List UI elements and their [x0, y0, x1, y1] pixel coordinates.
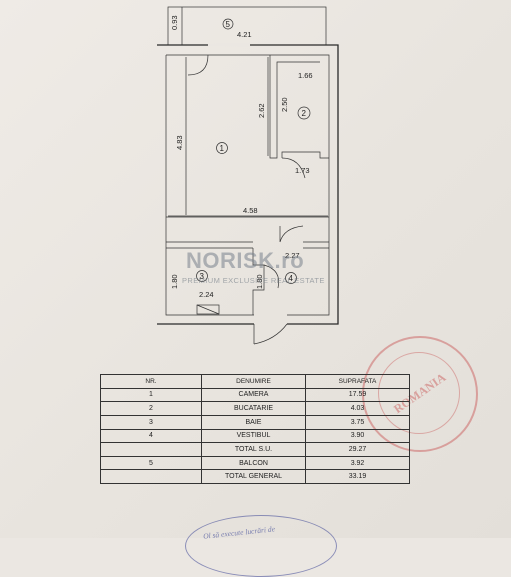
- watermark: NORISK.ro PREMIUM EXCLUSIVE REAL ESTATE: [178, 250, 353, 300]
- cell-nr: 5: [100, 455, 202, 471]
- dim-bath-height: 1.80: [170, 274, 179, 289]
- bath-door-swing: [263, 264, 280, 289]
- kitchen-door-swing: [281, 157, 306, 179]
- header-suprafata: SUPRAFATA: [305, 374, 410, 389]
- cell-area: 33.19: [305, 469, 410, 484]
- dim-kitchen-width: 1.66: [298, 71, 313, 80]
- header-denumire: DENUMIRE: [201, 374, 306, 389]
- hall-door-swing: [279, 225, 304, 243]
- room-hall-wall: [166, 216, 329, 249]
- dim-hall-width: 2.27: [285, 251, 300, 260]
- cell-nr: [100, 469, 202, 484]
- cell-nr: [100, 442, 202, 457]
- room-number-4: 4: [289, 274, 294, 283]
- dim-kitchen-height-b: 2.50: [280, 97, 289, 112]
- dim-balcony-width: 4.21: [237, 30, 252, 39]
- cell-area: 17.59: [305, 387, 410, 403]
- room-number-5: 5: [226, 20, 231, 29]
- kitchen-wall: [269, 55, 329, 159]
- cell-nr: 1: [100, 387, 202, 403]
- cell-name: BALCON: [201, 455, 306, 471]
- cell-name: CAMERA: [201, 387, 306, 403]
- room-marker-3: [196, 270, 208, 282]
- cell-nr: 4: [100, 428, 202, 444]
- watermark-brand: NORISK.ro: [186, 248, 305, 273]
- watermark-tagline: PREMIUM EXCLUSIVE REAL ESTATE: [182, 276, 325, 285]
- cell-name: BUCATARIE: [201, 401, 306, 416]
- room-marker-4: [285, 272, 297, 284]
- bath-fixture-line: [196, 304, 220, 315]
- room-marker-5: [222, 18, 234, 30]
- inner-wall-line: [165, 54, 330, 316]
- cell-name: BAIE: [201, 414, 306, 430]
- cell-area: 4.03: [305, 401, 410, 416]
- bath-fixture: [196, 304, 220, 315]
- room-marker-2: [297, 106, 311, 120]
- dim-balcony-depth: 0.93: [170, 15, 179, 30]
- cell-name: TOTAL GENERAL: [201, 469, 306, 484]
- entrance-door-swing: [253, 323, 288, 345]
- cell-nr: 3: [100, 414, 202, 430]
- balcony-door-swing: [187, 54, 209, 76]
- cell-area: 3.92: [305, 455, 410, 471]
- header-nr: NR.: [100, 374, 202, 389]
- blue-stamp: [185, 515, 337, 577]
- cell-nr: 2: [100, 401, 202, 416]
- dim-room-width: 4.58: [243, 206, 258, 215]
- dim-hall-height: 1.80: [255, 274, 264, 289]
- dim-kitchen-height-a: 2.62: [257, 103, 266, 118]
- bath-wall: [252, 248, 265, 315]
- room-marker-1: [216, 142, 228, 154]
- dim-room-height: 4.83: [175, 135, 184, 150]
- room-number-2: 2: [302, 109, 307, 118]
- room-number-3: 3: [200, 272, 205, 281]
- floor-plan: 0.93 4.21 4.83 2.62 2.50 1.66 1.73 4.58 …: [157, 6, 339, 345]
- cell-area: 3.90: [305, 428, 410, 444]
- area-table-header: NR. DENUMIRE SUPRAFATA: [100, 374, 410, 389]
- dim-bath-width: 2.24: [199, 290, 214, 299]
- table-row: TOTAL S.U.29.27: [100, 442, 410, 457]
- cell-name: VESTIBUL: [201, 428, 306, 444]
- balcony-outline: [167, 6, 327, 46]
- room-number-1: 1: [220, 144, 225, 153]
- cell-area: 29.27: [305, 442, 410, 457]
- cell-area: 3.75: [305, 414, 410, 430]
- cell-name: TOTAL S.U.: [201, 442, 306, 457]
- dim-kitchen-bottom-width: 1.73: [295, 166, 310, 175]
